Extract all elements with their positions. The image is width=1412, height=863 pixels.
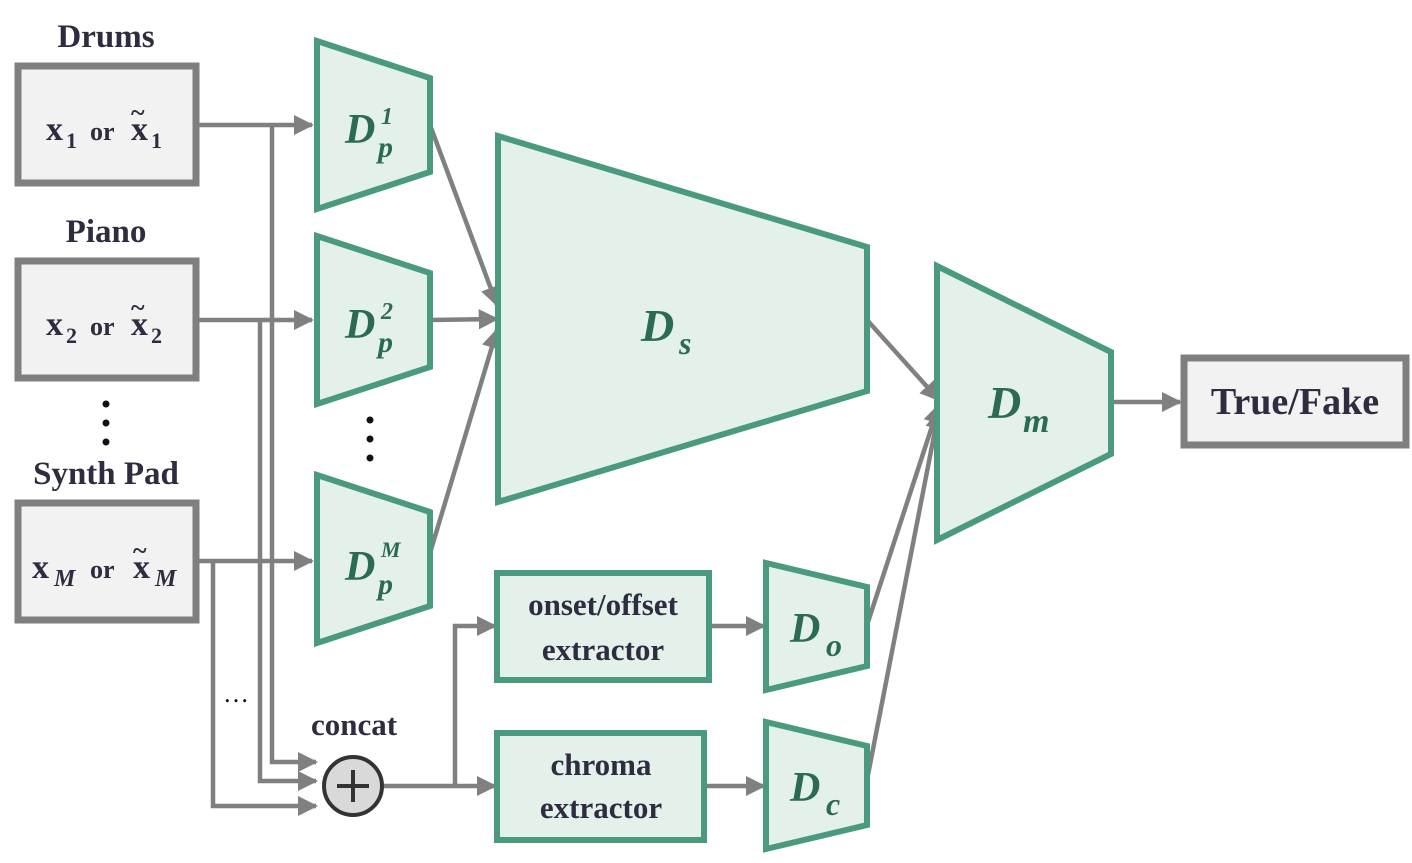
edge-dp2-ds	[429, 309, 500, 330]
do-shape	[763, 559, 870, 694]
svg-text:p: p	[375, 326, 393, 359]
dm-shape	[934, 261, 1114, 545]
svg-text:2: 2	[380, 299, 393, 325]
discriminator-dc: D c	[763, 718, 870, 853]
svg-text:s: s	[678, 325, 691, 361]
svg-text:extractor: extractor	[540, 790, 662, 825]
vertical-ellipsis-inputs	[102, 400, 110, 446]
svg-text:1: 1	[381, 104, 393, 130]
discriminator-do: D o	[763, 559, 870, 694]
svg-text:M: M	[154, 566, 178, 592]
svg-text:o: o	[826, 627, 842, 663]
input-block-synth-pad: Synth Pad x M or x ~ M	[14, 456, 200, 624]
tilde: ~	[131, 98, 145, 127]
track-label-piano: Piano	[66, 214, 147, 250]
horizontal-ellipsis: …	[223, 679, 249, 708]
svg-text:m: m	[1023, 403, 1049, 440]
svg-text:2: 2	[66, 323, 77, 348]
svg-text:D: D	[640, 300, 674, 351]
svg-text:or: or	[90, 312, 115, 341]
svg-text:x: x	[131, 111, 148, 148]
svg-text:M: M	[53, 566, 77, 592]
svg-text:or: or	[90, 555, 115, 584]
svg-text:D: D	[789, 765, 820, 811]
svg-text:or: or	[90, 117, 115, 146]
edge-dp1-ds	[427, 124, 501, 307]
svg-text:x: x	[46, 111, 63, 148]
output-label: True/Fake	[1211, 381, 1379, 423]
input-expression-2: x 2 or x ~ 2	[46, 293, 162, 348]
svg-text:extractor: extractor	[542, 632, 664, 667]
svg-text:D: D	[789, 606, 820, 652]
tilde: ~	[131, 293, 145, 322]
output-box	[1180, 354, 1410, 449]
concat-node: concat	[311, 707, 398, 817]
discriminator-dpM: D p M	[314, 470, 433, 648]
onset-extractor-box	[494, 570, 712, 683]
input-expression-1: x 1 or x ~ 1	[46, 98, 162, 153]
svg-text:D: D	[344, 544, 375, 590]
svg-text:x: x	[131, 306, 148, 343]
chroma-extractor: chroma extractor	[494, 730, 707, 843]
svg-text:x: x	[46, 306, 63, 343]
svg-text:1: 1	[66, 128, 77, 153]
input-block-piano: Piano x 2 or x ~ 2	[14, 214, 200, 382]
discriminator-dp1: D p 1	[314, 36, 433, 214]
dp1-shape	[314, 36, 433, 214]
svg-text:D: D	[344, 107, 375, 153]
svg-text:c: c	[826, 786, 840, 822]
edge-input2-concat	[257, 320, 319, 792]
dc-shape	[763, 718, 870, 853]
input-box-1	[14, 62, 200, 187]
tilde: ~	[133, 536, 147, 565]
chroma-extractor-box	[494, 730, 707, 843]
edge-concat-onset	[452, 615, 498, 786]
output-block: True/Fake	[1180, 354, 1410, 449]
svg-text:x: x	[133, 549, 150, 586]
dpM-shape	[314, 470, 433, 648]
discriminator-dm: D m	[934, 261, 1114, 545]
ds-shape	[495, 131, 870, 507]
input-box-2	[14, 257, 200, 382]
track-label-synth-pad: Synth Pad	[33, 456, 179, 492]
svg-text:M: M	[380, 537, 402, 562]
concat-label: concat	[311, 707, 398, 742]
input-block-drums: Drums x 1 or x ~ 1	[14, 19, 200, 187]
discriminator-dp2: D p 2	[314, 231, 433, 409]
svg-text:p: p	[375, 568, 393, 601]
input-expression-M: x M or x ~ M	[32, 536, 178, 592]
svg-text:chroma: chroma	[550, 747, 652, 782]
input-box-M	[14, 499, 200, 624]
svg-text:D: D	[987, 377, 1021, 428]
onset-offset-extractor: onset/offset extractor	[494, 570, 712, 683]
track-label-drums: Drums	[57, 19, 154, 55]
connections	[198, 114, 1183, 817]
svg-text:D: D	[344, 302, 375, 348]
edge-dc-dm	[864, 408, 946, 781]
svg-text:x: x	[32, 549, 49, 586]
edge-do-dm	[864, 403, 943, 626]
edge-ds-dm	[865, 318, 941, 402]
edge-input1-concat	[269, 125, 319, 773]
edge-inputM-concat	[210, 561, 319, 817]
svg-text:1: 1	[151, 128, 162, 153]
discriminator-ds: D s	[495, 131, 870, 507]
svg-text:2: 2	[151, 323, 162, 348]
dp2-shape	[314, 231, 433, 409]
edge-dpM-ds	[427, 328, 502, 554]
svg-text:p: p	[375, 131, 393, 164]
vertical-ellipsis-discriminators	[366, 416, 374, 462]
plus-icon	[337, 770, 369, 802]
svg-text:onset/offset: onset/offset	[528, 587, 678, 622]
